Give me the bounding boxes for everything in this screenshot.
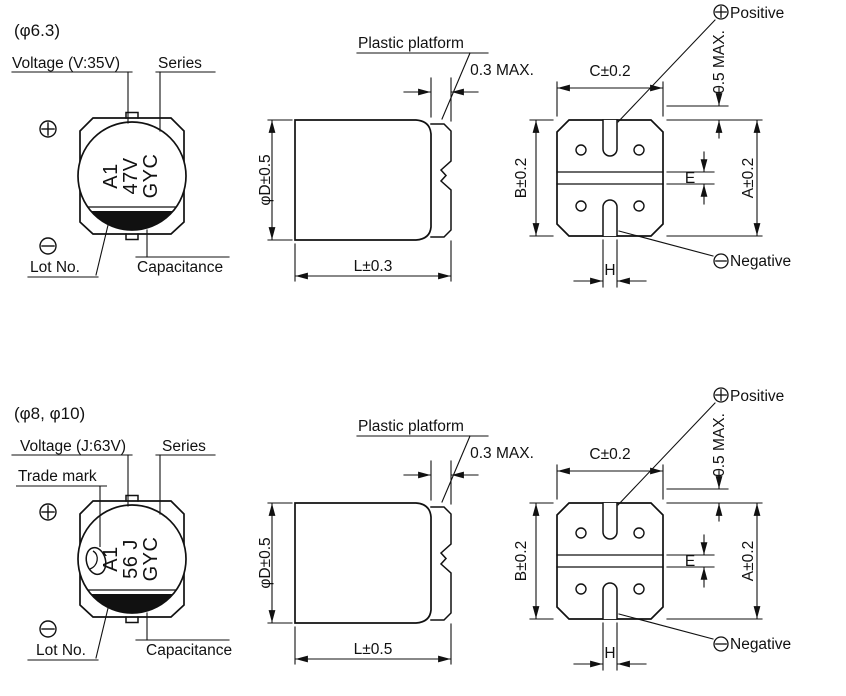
dim-a-label: A±0.2	[740, 158, 757, 198]
size-label: (φ8, φ10)	[14, 404, 85, 423]
dim-length-label: L±0.5	[354, 641, 393, 658]
marking-capacitance-voltage: 47V	[120, 157, 142, 194]
plastic-platform-label: Plastic platform	[358, 418, 464, 435]
section-phi63-labels: (φ6.3) Voltage (V:35V) Series A1 47V GYC…	[12, 5, 791, 279]
capacitance-label: Capacitance	[146, 642, 232, 659]
negative-label: Negative	[730, 636, 791, 653]
capacitance-label: Capacitance	[137, 259, 223, 276]
dim-b-label: B±0.2	[513, 158, 530, 198]
dim-platform-gap-label: 0.3 MAX.	[470, 445, 534, 462]
negative-label: Negative	[730, 253, 791, 270]
dim-b-label: B±0.2	[513, 541, 530, 581]
dim-c-label: C±0.2	[589, 446, 630, 463]
series-label: Series	[162, 438, 206, 455]
dim-platform-gap-label: 0.3 MAX.	[470, 62, 534, 79]
section-phi8-10-labels: (φ8, φ10) Voltage (J:63V) Series Trade m…	[14, 388, 791, 662]
trade-mark-label: Trade mark	[18, 468, 97, 485]
dim-e-label: E	[685, 170, 695, 187]
marking-series-code: GYC	[140, 537, 162, 582]
marking-lot-code: A1	[100, 163, 122, 188]
lot-no-label: Lot No.	[36, 642, 86, 659]
cap-marking-text: A1 56 J GYC	[100, 537, 162, 582]
voltage-label: Voltage (V:35V)	[12, 55, 120, 72]
positive-label: Positive	[730, 388, 784, 405]
dim-h-label: H	[604, 645, 615, 662]
dim-c-label: C±0.2	[589, 63, 630, 80]
cap-marking-text: A1 47V GYC	[100, 154, 162, 199]
dim-a-label: A±0.2	[740, 541, 757, 581]
dim-length-label: L±0.3	[354, 258, 393, 275]
marking-capacitance-voltage: 56 J	[120, 539, 142, 579]
marking-series-code: GYC	[140, 154, 162, 199]
lot-no-label: Lot No.	[30, 259, 80, 276]
marking-lot-code: A1	[100, 546, 122, 571]
section-phi8-10-extra-art	[16, 485, 107, 576]
dim-h-label: H	[604, 262, 615, 279]
dim-top-clearance-label: 0.5 MAX.	[711, 30, 728, 94]
dim-diameter-label: φD±0.5	[257, 154, 274, 205]
size-label: (φ6.3)	[14, 21, 60, 40]
voltage-label: Voltage (J:63V)	[20, 438, 126, 455]
series-label: Series	[158, 55, 202, 72]
dim-diameter-label: φD±0.5	[257, 537, 274, 588]
dim-e-label: E	[685, 553, 695, 570]
trademark-logo-icon	[85, 546, 107, 576]
dim-top-clearance-label: 0.5 MAX.	[711, 413, 728, 477]
plastic-platform-label: Plastic platform	[358, 35, 464, 52]
positive-label: Positive	[730, 5, 784, 22]
